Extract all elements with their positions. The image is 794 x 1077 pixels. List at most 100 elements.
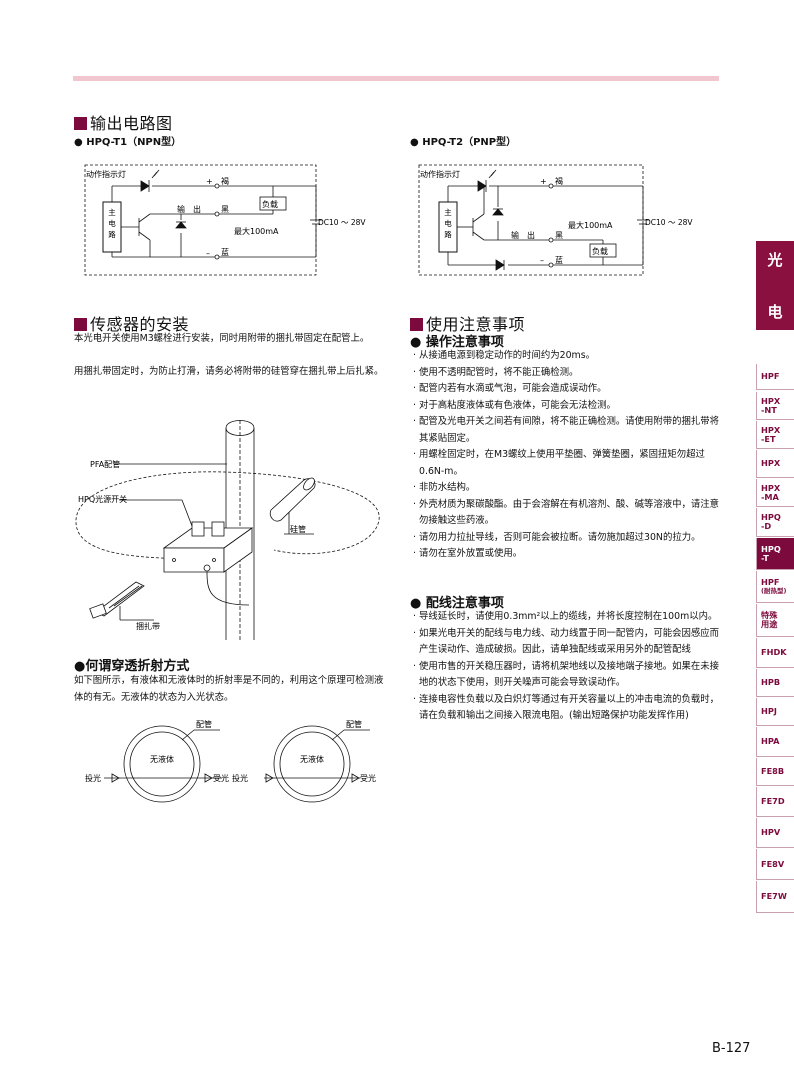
svg-text:+: + bbox=[206, 177, 213, 186]
side-index-tab[interactable]: HPQ-D bbox=[756, 508, 794, 537]
svg-text:电: 电 bbox=[444, 218, 452, 228]
square-bullet-icon bbox=[74, 318, 87, 331]
install-text-1: 本光电开关使用M3螺栓进行安装，同时用附带的捆扎带固定在配管上。 bbox=[74, 333, 370, 344]
side-index-tab[interactable]: HPB bbox=[756, 669, 794, 697]
pnp-heading: ● HPQ-T2（PNP型） bbox=[410, 137, 517, 148]
side-index-tab[interactable]: HPQ-T bbox=[756, 538, 794, 570]
side-index-label: FHDK bbox=[761, 647, 787, 657]
operation-caution-item: 配管及光电开关之间若有间隙，将不能正确检测。请使用附带的捆扎带将其紧贴固定。 bbox=[410, 414, 722, 447]
operation-caution-item: 配管内若有水滴或气泡，可能会造成误动作。 bbox=[410, 381, 722, 398]
side-index-tab[interactable]: HPX-ET bbox=[756, 421, 794, 449]
svg-text:输 出: 输 出 bbox=[177, 204, 201, 214]
svg-text:配管: 配管 bbox=[196, 719, 212, 729]
operation-caution-item: 从接通电源到稳定动作的时间约为20ms。 bbox=[410, 348, 722, 365]
side-index-label: (耐热型) bbox=[761, 586, 787, 595]
svg-text:投光: 投光 bbox=[232, 773, 248, 783]
svg-text:投光: 投光 bbox=[85, 773, 101, 783]
side-index-label: HPQ bbox=[761, 512, 781, 522]
side-index-label: -T bbox=[761, 552, 769, 563]
side-index-label: HPX bbox=[761, 458, 781, 468]
svg-text:黑: 黑 bbox=[555, 231, 563, 240]
side-index-label: HPV bbox=[761, 827, 781, 837]
svg-text:DC10 ～ 28V: DC10 ～ 28V bbox=[645, 218, 693, 227]
svg-text:输 出: 输 出 bbox=[511, 230, 535, 240]
svg-text:–: – bbox=[206, 249, 210, 258]
page-number: B-127 bbox=[712, 1041, 751, 1056]
side-index-tab[interactable]: HPA bbox=[756, 727, 794, 757]
side-index-tab[interactable]: 特殊用途 bbox=[756, 604, 794, 637]
svg-text:无液体: 无液体 bbox=[150, 754, 174, 764]
operation-caution-item: 使用不透明配管时，将不能正确检测。 bbox=[410, 365, 722, 382]
npn-heading: ● HPQ-T1（NPN型） bbox=[74, 137, 182, 148]
install-text-2: 用捆扎带固定时，为防止打滑，请务必将附带的硅管穿在捆扎带上后扎紧。 bbox=[74, 366, 384, 377]
svg-text:受光: 受光 bbox=[360, 773, 376, 783]
side-index-tab[interactable]: HPF(耐热型) bbox=[756, 571, 794, 603]
side-index-tab[interactable]: HPV bbox=[756, 818, 794, 848]
svg-text:PFA配管: PFA配管 bbox=[90, 459, 120, 469]
side-index-tab[interactable]: HPX bbox=[756, 450, 794, 478]
side-index-tab[interactable]: HPX-NT bbox=[756, 392, 794, 420]
svg-text:捆扎带: 捆扎带 bbox=[136, 621, 160, 631]
side-index-label: -ET bbox=[761, 433, 776, 444]
operation-caution-item: 请勿用力拉扯导线，否则可能会被拉断。请勿施加超过30N的拉力。 bbox=[410, 530, 722, 547]
refraction-text: 如下图所示，有液体和无液体时的折射率是不同的，利用这个原理可检测液体的有无。无液… bbox=[74, 675, 384, 703]
wiring-caution-item: 连接电容性负载以及白炽灯等通过有开关容量以上的冲击电流的负载时，请在负载和输出之… bbox=[410, 692, 722, 725]
section-title-install: 传感器的安装 bbox=[74, 311, 189, 335]
side-index-label: 用途 bbox=[761, 619, 778, 629]
side-index-tab[interactable]: FE8V bbox=[756, 849, 794, 880]
operation-cautions-heading: ● 操作注意事项 bbox=[410, 335, 504, 350]
wiring-caution-item: 使用市售的开关稳压器时，请将机架地线以及接地端子接地。如果在未接地的状态下使用，… bbox=[410, 659, 722, 692]
side-index-tab[interactable]: HPJ bbox=[756, 698, 794, 726]
svg-text:黑: 黑 bbox=[221, 205, 229, 214]
side-index-label: HPQ bbox=[761, 543, 781, 554]
svg-text:蓝: 蓝 bbox=[221, 247, 229, 257]
svg-text:路: 路 bbox=[108, 229, 116, 239]
side-index-label: HPX bbox=[761, 424, 781, 435]
side-index-tab[interactable]: FHDK bbox=[756, 638, 794, 668]
side-index-label: 特殊 bbox=[761, 610, 778, 620]
side-index-label: FE8B bbox=[761, 766, 785, 776]
svg-text:–: – bbox=[540, 256, 544, 265]
svg-text:负载: 负载 bbox=[262, 199, 278, 209]
side-index-tab[interactable]: FE7W bbox=[756, 881, 794, 913]
side-index-label: -NT bbox=[761, 404, 777, 415]
svg-text:最大100mA: 最大100mA bbox=[234, 226, 279, 236]
svg-text:动作指示灯: 动作指示灯 bbox=[420, 169, 460, 179]
operation-caution-item: 外壳材质为聚碳酸酯。由于会溶解在有机溶剂、酸、碱等溶液中，请注意勿接触这些药液。 bbox=[410, 497, 722, 530]
side-index-tab[interactable]: HPF bbox=[756, 364, 794, 390]
side-index-tab[interactable]: FE8B bbox=[756, 758, 794, 786]
side-category-tab[interactable]: 光 电 bbox=[756, 241, 794, 330]
side-index-tab[interactable]: FE7D bbox=[756, 787, 794, 817]
side-index-tab[interactable]: HPX-MA bbox=[756, 479, 794, 507]
svg-text:+: + bbox=[540, 177, 547, 186]
side-index-label: HPX bbox=[761, 482, 781, 493]
side-index-label: HPF bbox=[761, 371, 780, 381]
operation-caution-item: 用螺栓固定时，在M3螺纹上使用平垫圈、弹簧垫圈，紧固扭矩勿超过0.6N-m。 bbox=[410, 447, 722, 480]
square-bullet-icon bbox=[74, 117, 87, 130]
svg-text:路: 路 bbox=[444, 229, 452, 239]
wiring-caution-item: 导线延长时，请使用0.3mm²以上的缆线，并将长度控制在100m以内。 bbox=[410, 609, 722, 626]
svg-text:配管: 配管 bbox=[346, 719, 362, 729]
refraction-diagram: 配管 无液体 投光 受光 配管 无液体 投光 受光 bbox=[85, 719, 376, 803]
svg-text:蓝: 蓝 bbox=[555, 255, 563, 265]
wiring-cautions-list: 导线延长时，请使用0.3mm²以上的缆线，并将长度控制在100m以内。如果光电开… bbox=[410, 609, 722, 725]
square-bullet-icon bbox=[410, 318, 423, 331]
svg-text:电: 电 bbox=[108, 218, 116, 228]
refraction-heading: ●何谓穿透折射方式 bbox=[74, 659, 190, 674]
pnp-circuit-diagram: 动作指示灯 主 电 路 + – 褐 黑 蓝 输 出 负载 最大100mA DC1… bbox=[418, 164, 693, 276]
side-index-label: HPB bbox=[761, 677, 781, 687]
side-index-label: FE8V bbox=[761, 858, 785, 869]
svg-text:硅管: 硅管 bbox=[290, 524, 306, 534]
svg-text:褐: 褐 bbox=[555, 176, 563, 186]
side-index-label: HPX bbox=[761, 395, 781, 406]
svg-text:褐: 褐 bbox=[221, 176, 229, 186]
operation-caution-item: 非防水结构。 bbox=[410, 480, 722, 497]
svg-text:主: 主 bbox=[108, 207, 116, 217]
operation-caution-item: 对于高粘度液体或有色液体，可能会无法检测。 bbox=[410, 398, 722, 415]
svg-text:最大100mA: 最大100mA bbox=[568, 220, 613, 230]
side-index-label: HPJ bbox=[761, 706, 777, 716]
wiring-cautions-heading: ● 配线注意事项 bbox=[410, 596, 504, 611]
side-index-label: HPA bbox=[761, 736, 780, 746]
side-index-label: HPF bbox=[761, 576, 780, 587]
side-index-label: -MA bbox=[761, 491, 779, 502]
